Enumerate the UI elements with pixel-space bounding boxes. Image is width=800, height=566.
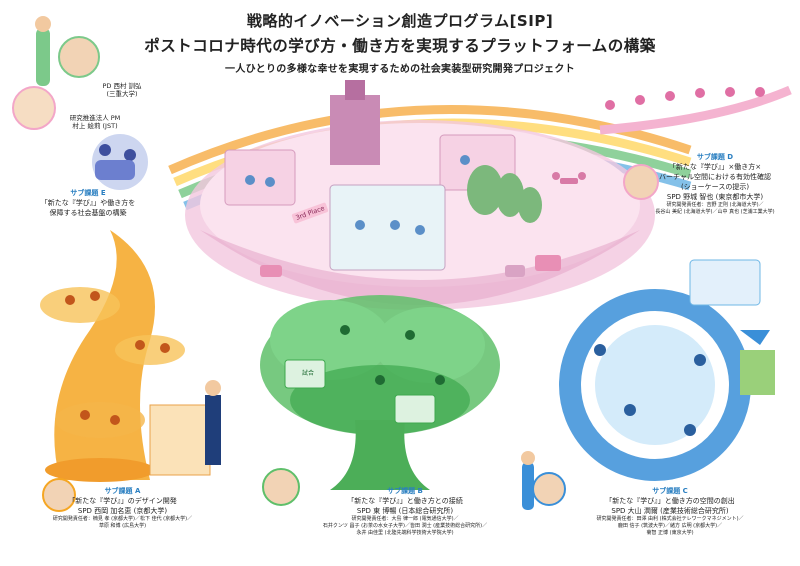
subtheme-b-tag: サブ課題 B xyxy=(387,487,423,495)
scene-c-wheel xyxy=(559,259,775,481)
raised-arm xyxy=(35,16,51,86)
subtheme-b: サブ課題 B 「新たな『学び』」と働き方との接続 SPD 東 博暢 (日本総合研… xyxy=(305,486,505,537)
sign-game: 試合 xyxy=(302,370,315,377)
scene-b-tree xyxy=(260,295,500,490)
subtheme-e: サブ課題 E 「新たな『学び』」や働き方を 保障する社会基盤の構築 xyxy=(18,188,158,218)
walking-people xyxy=(605,87,765,110)
subtheme-b-avatar xyxy=(262,468,300,506)
subtheme-d-avatar xyxy=(623,164,659,200)
central-island xyxy=(185,80,655,310)
subtheme-d-tag: サブ課題 D xyxy=(696,153,734,161)
subtheme-a-avatar xyxy=(42,478,76,512)
building xyxy=(330,95,380,165)
subtheme-c: サブ課題 C 「新たな『学び』」と働き方の空間の創出 SPD 大山 潤爾 (産業… xyxy=(570,486,770,537)
subtheme-d: サブ課題 D 「新たな『学び』」×働き方× バーチャル空間における有効性確認 (… xyxy=(640,152,790,216)
page-title: 戦略的イノベーション創造プログラム[SIP] xyxy=(246,12,554,30)
subtheme-c-tag: サブ課題 C xyxy=(652,487,688,495)
raised-arm-c xyxy=(521,451,535,510)
pd-avatar xyxy=(58,36,100,78)
subtheme-a: サブ課題 A 「新たな『学び』」のデザイン開発 SPD 西岡 加名恵 (京都大学… xyxy=(30,486,215,530)
page-subtitle: 一人ひとりの多様な幸せを実現するための社会実装型研究開発プロジェクト xyxy=(225,64,575,75)
page-title-main: ポストコロナ時代の学び方・働き方を実現するプラットフォームの構築 xyxy=(144,37,656,55)
pm-label: 研究推進法人 PM 村上 絵莉 (JST) xyxy=(69,114,121,130)
subtheme-c-avatar xyxy=(532,472,566,506)
subtheme-e-tag: サブ課題 E xyxy=(70,189,106,197)
scene-a-fountain xyxy=(40,230,221,482)
pd-label: PD 西村 訓弘 (三重大学) xyxy=(102,82,142,98)
scene-e-illustration xyxy=(92,134,148,190)
pm-avatar xyxy=(12,86,56,130)
subtheme-a-tag: サブ課題 A xyxy=(104,487,141,495)
drone-icon xyxy=(552,172,586,184)
